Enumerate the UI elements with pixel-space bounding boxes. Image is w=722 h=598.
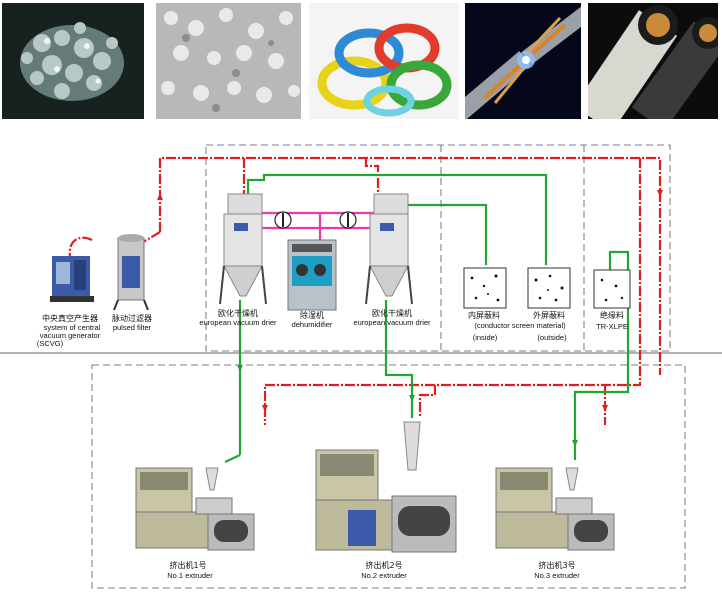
magenta-air-lines (252, 211, 375, 240)
label-outside-en: (outside) (537, 333, 567, 342)
label-drier-left-cn: 欧化干燥机 (218, 308, 258, 318)
material-specks (470, 274, 624, 302)
label-ext2-cn: 挤出机2号 (365, 560, 402, 570)
label-drier-right-en: european vacuum drier (353, 318, 431, 327)
label-inner-cn: 内屏蔽料 (468, 310, 500, 320)
label-insul-en: TR-XLPE (596, 322, 628, 331)
label-ext3-cn: 挤出机3号 (538, 560, 575, 570)
photo-white-granules (2, 3, 144, 119)
label-drier-left-en: european vacuum drier (199, 318, 277, 327)
label-ext3-en: No.3 extruder (534, 571, 580, 580)
extruder-1-icon (135, 467, 255, 551)
photo-cable-conductors (465, 3, 581, 119)
material-sample-boxes (463, 267, 631, 309)
label-vacuum-gen-cn: 中央真空产生器 (42, 313, 98, 323)
label-dehum-en: dehumidifier (292, 320, 333, 329)
process-diagram: 中央真空产生器 system of central vacuum generat… (0, 144, 722, 589)
red-arrows (157, 190, 663, 412)
label-ext1-en: No.1 extruder (167, 571, 213, 580)
pulsed-filter-icon (113, 234, 149, 311)
photo-power-cables (588, 3, 718, 119)
dehumidifier-icon (287, 239, 337, 311)
label-filter-cn: 脉动过滤器 (112, 313, 152, 323)
valve-icons (274, 211, 357, 229)
label-filter-en: pulsed filter (113, 323, 152, 332)
dashed-frames (91, 144, 686, 589)
label-dehum-cn: 除湿机 (300, 310, 324, 320)
photo-gray-granules (156, 3, 301, 119)
label-inside-en: (inside) (473, 333, 498, 342)
label-vacuum-gen-en-3: (SCVG) (37, 339, 64, 348)
photo-wire-coils (309, 3, 459, 119)
extruder-2-icon (315, 421, 457, 553)
label-conductor-en: (conductor screen material) (474, 321, 566, 330)
extruder-3-icon (495, 467, 615, 551)
vacuum-generator-icon (50, 256, 94, 302)
label-ext1-cn: 挤出机1号 (169, 560, 206, 570)
label-ext2-en: No.2 extruder (361, 571, 407, 580)
left-drier-icon (219, 193, 267, 305)
label-outer-cn: 外屏蔽料 (533, 310, 565, 320)
label-vacuum-gen-en-2: vacuum generator (40, 331, 101, 340)
right-drier-icon (365, 193, 413, 305)
label-insul-cn: 绝缘料 (600, 310, 624, 320)
label-vacuum-gen-en-1: system of central (44, 323, 101, 332)
label-drier-right-cn: 欧化干燥机 (372, 308, 412, 318)
green-arrows (237, 365, 578, 447)
